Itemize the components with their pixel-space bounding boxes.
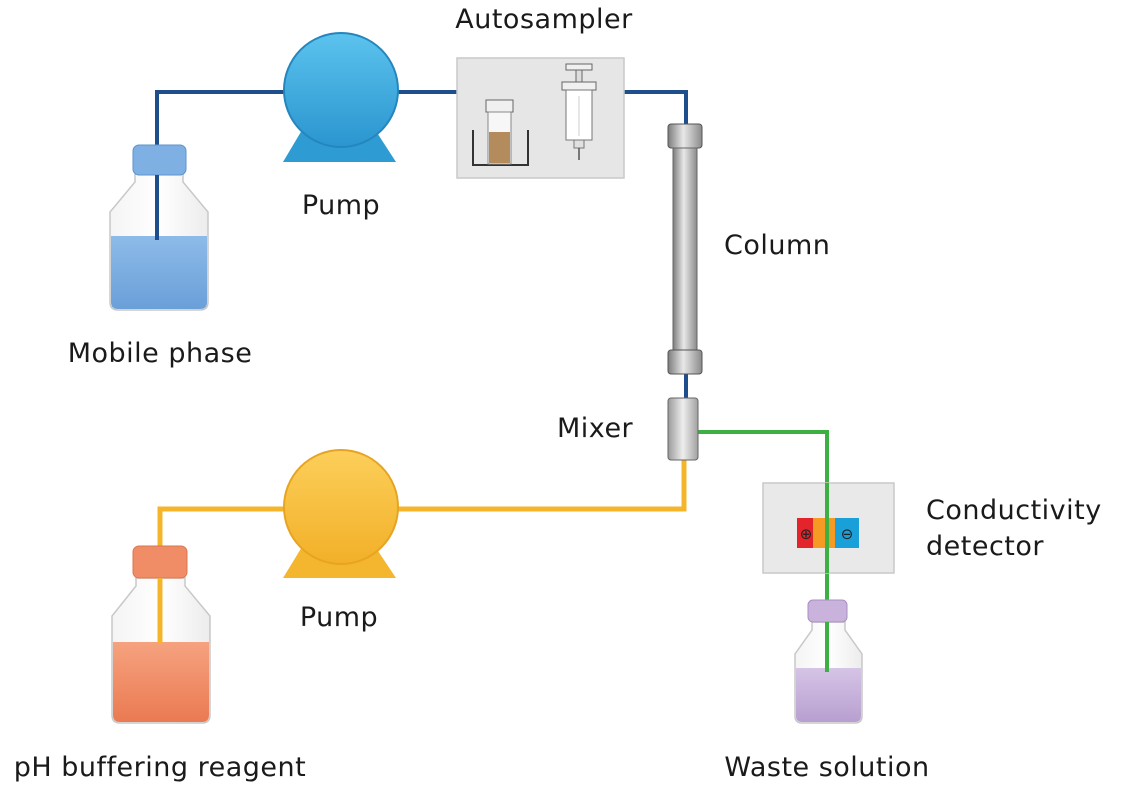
label-mixer: Mixer — [557, 413, 634, 444]
pump-icon — [283, 32, 399, 162]
label-mobile-phase: Mobile phase — [68, 338, 253, 369]
bottle-icon — [794, 599, 863, 724]
label-waste-solution: Waste solution — [724, 752, 929, 783]
waste-tubing — [698, 430, 829, 672]
column-icon — [667, 123, 703, 375]
autosampler-box — [456, 57, 625, 179]
label-pump-bottom: Pump — [300, 602, 378, 633]
label-conductivity-line1: Conductivity — [926, 495, 1102, 526]
detector-icon: ⊕ ⊖ — [762, 482, 895, 574]
mixer-icon — [667, 397, 699, 461]
bottle-icon — [111, 545, 211, 724]
label-autosampler: Autosampler — [455, 4, 633, 35]
negative-electrode-symbol: ⊖ — [841, 525, 854, 543]
pump-icon — [283, 449, 399, 578]
reagent-tubing — [157, 460, 687, 642]
syringe-icon — [561, 63, 597, 160]
vial-icon — [472, 99, 529, 166]
label-column: Column — [724, 230, 830, 261]
label-conductivity-line2: detector — [926, 531, 1044, 562]
label-pump-top: Pump — [302, 190, 380, 221]
bottle-icon — [109, 144, 209, 311]
label-ph-buffering-reagent: pH buffering reagent — [14, 752, 306, 783]
positive-electrode-symbol: ⊕ — [800, 525, 813, 543]
